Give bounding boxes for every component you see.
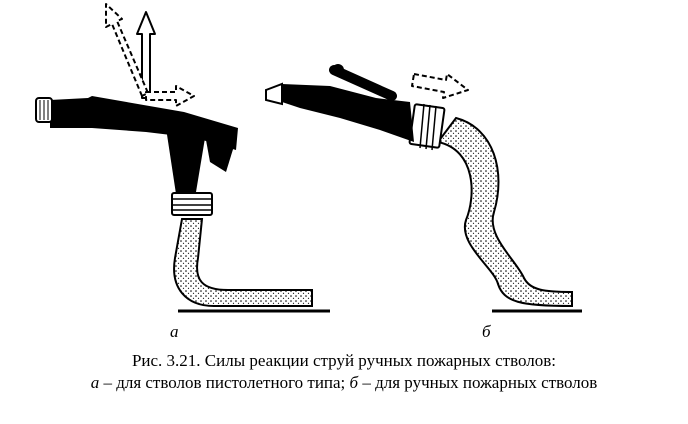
hose-b [436, 116, 573, 308]
coupling-a [171, 192, 213, 216]
arrow-up-icon [136, 11, 156, 99]
trigger-a [206, 140, 234, 172]
barrel-b [282, 84, 414, 142]
nozzle-tip-b [265, 82, 283, 106]
sublabel-a: а [170, 322, 179, 341]
figure-caption: Рис. 3.21. Силы реакции струй ручных пож… [0, 350, 688, 394]
caption-line-2: а – для стволов пистолетного типа; б – д… [0, 372, 688, 394]
caption-letter-a: а [90, 373, 100, 392]
nozzle-a-assembly [35, 96, 330, 313]
handle-b [329, 65, 397, 101]
caption-text-b: – для ручных пожарных стволов [358, 373, 598, 392]
force-arrow-b-icon [411, 73, 469, 99]
nozzle-b-assembly [265, 64, 582, 313]
arrow-diagonal-icon [105, 3, 149, 97]
caption-line-1: Рис. 3.21. Силы реакции струй ручных пож… [131, 351, 557, 370]
force-arrows-a [105, 3, 195, 107]
caption-text-a: – для стволов пистолетного типа; [99, 373, 350, 392]
grip-a [166, 128, 206, 194]
caption-letter-b: б [349, 373, 359, 392]
arrow-right-icon [145, 85, 195, 107]
sublabel-b: б [482, 322, 491, 341]
hose-a [173, 218, 313, 307]
